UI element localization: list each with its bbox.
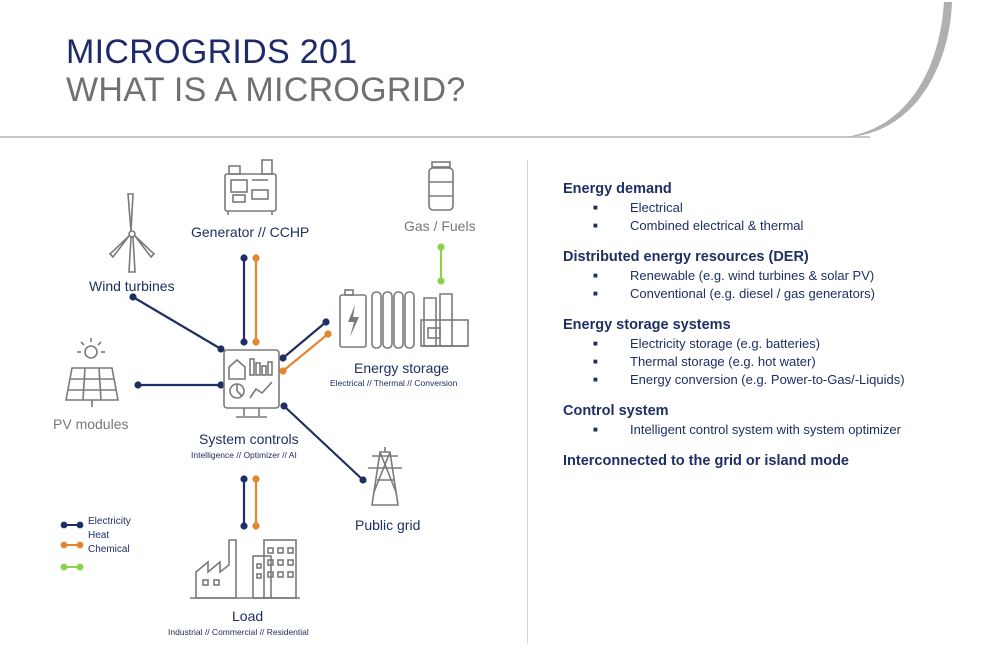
list-item: ■ Intelligent control system with system …	[563, 421, 983, 439]
bullet-icon: ■	[593, 271, 598, 280]
page-subtitle: WHAT IS A MICROGRID?	[66, 71, 466, 109]
grid-label: Public grid	[355, 517, 421, 533]
list-item: ■ Renewable (e.g. wind turbines & solar P…	[563, 267, 983, 285]
legend-label: Heat	[88, 530, 110, 541]
section-der: Distributed energy resources (DER) ■ Rene…	[563, 248, 983, 303]
solar-panel-icon	[65, 338, 119, 407]
wind-label: Wind turbines	[89, 278, 175, 294]
bullet-icon: ■	[593, 425, 598, 434]
page-title: MICROGRIDS 201	[66, 33, 358, 71]
section-title: Energy storage systems	[563, 317, 731, 333]
list-item-text: Conventional (e.g. diesel / gas generato…	[630, 286, 875, 301]
bullet-icon: ■	[593, 289, 598, 298]
load-label: Load	[232, 608, 264, 624]
list-item: ■ Conventional (e.g. diesel / gas generat…	[563, 285, 983, 303]
info-panel: Energy demand ■ Electrical ■ Combined elec…	[563, 180, 983, 484]
list-item-text: Energy conversion (e.g. Power-to-Gas/-Li…	[630, 372, 905, 387]
list-item-text: Electrical	[630, 200, 683, 215]
controls-label: System controls	[199, 431, 299, 447]
chemical-line-icon	[60, 563, 84, 571]
wind-link	[132, 296, 222, 350]
panel-divider	[527, 160, 528, 644]
load-sublabel: Industrial // Commercial // Residential	[168, 627, 309, 637]
section-energy-storage: Energy storage systems ■ Electricity stor…	[563, 316, 983, 389]
storage-label: Energy storage	[354, 360, 449, 376]
energy-storage-icon	[339, 289, 469, 349]
list-item: ■ Energy conversion (e.g. Power-to-Gas/-L…	[563, 371, 983, 389]
bullet-icon: ■	[593, 339, 598, 348]
control-monitor-icon	[223, 349, 280, 418]
section-title: Control system	[563, 403, 669, 419]
grid-link	[283, 405, 364, 481]
list-item: ■ Electricity storage (e.g. batteries)	[563, 335, 983, 353]
bullet-icon: ■	[593, 375, 598, 384]
section-title: Distributed energy resources (DER)	[563, 249, 809, 265]
list-item-text: Renewable (e.g. wind turbines & solar PV…	[630, 268, 875, 283]
heat-line-icon	[60, 541, 84, 549]
buildings-icon	[190, 539, 300, 599]
section-interconnect: Interconnected to the grid or island mod…	[563, 452, 983, 471]
generator-label: Generator // CCHP	[191, 224, 310, 240]
wind-turbine-icon	[108, 193, 156, 273]
section-energy-demand: Energy demand ■ Electrical ■ Combined elec…	[563, 180, 983, 235]
section-control-system: Control system ■ Intelligent control syst…	[563, 402, 983, 439]
list-item: ■ Electrical	[563, 199, 983, 217]
bullet-icon: ■	[593, 203, 598, 212]
storage-sublabel: Electrical // Thermal // Conversion	[330, 378, 458, 388]
legend-label: Chemical	[88, 544, 130, 555]
bullet-icon: ■	[593, 357, 598, 366]
transmission-tower-icon	[368, 447, 402, 506]
section-title: Energy demand	[563, 181, 672, 197]
legend-label: Electricity	[88, 516, 131, 527]
list-item: ■ Thermal storage (e.g. hot water)	[563, 353, 983, 371]
list-item-text: Thermal storage (e.g. hot water)	[630, 354, 816, 369]
storage-heat-link	[282, 333, 329, 372]
storage-electric-link	[282, 321, 327, 359]
bullet-icon: ■	[593, 221, 598, 230]
microgrid-diagram	[65, 159, 469, 599]
pv-label: PV modules	[53, 416, 129, 432]
list-item: ■ Combined electrical & thermal	[563, 217, 983, 235]
connection-lines	[129, 243, 445, 530]
generator-icon	[224, 159, 277, 215]
gas-label: Gas / Fuels	[404, 218, 476, 234]
electricity-line-icon	[60, 521, 84, 529]
list-item-text: Intelligent control system with system o…	[630, 422, 901, 437]
list-item-text: Electricity storage (e.g. batteries)	[630, 336, 821, 351]
header-swoosh-icon	[846, 2, 952, 137]
gas-tank-icon	[428, 161, 454, 211]
controls-sublabel: Intelligence // Optimizer // AI	[191, 450, 297, 460]
header-rule	[0, 136, 870, 138]
list-item-text: Combined electrical & thermal	[630, 218, 804, 233]
section-title: Interconnected to the grid or island mod…	[563, 453, 849, 469]
